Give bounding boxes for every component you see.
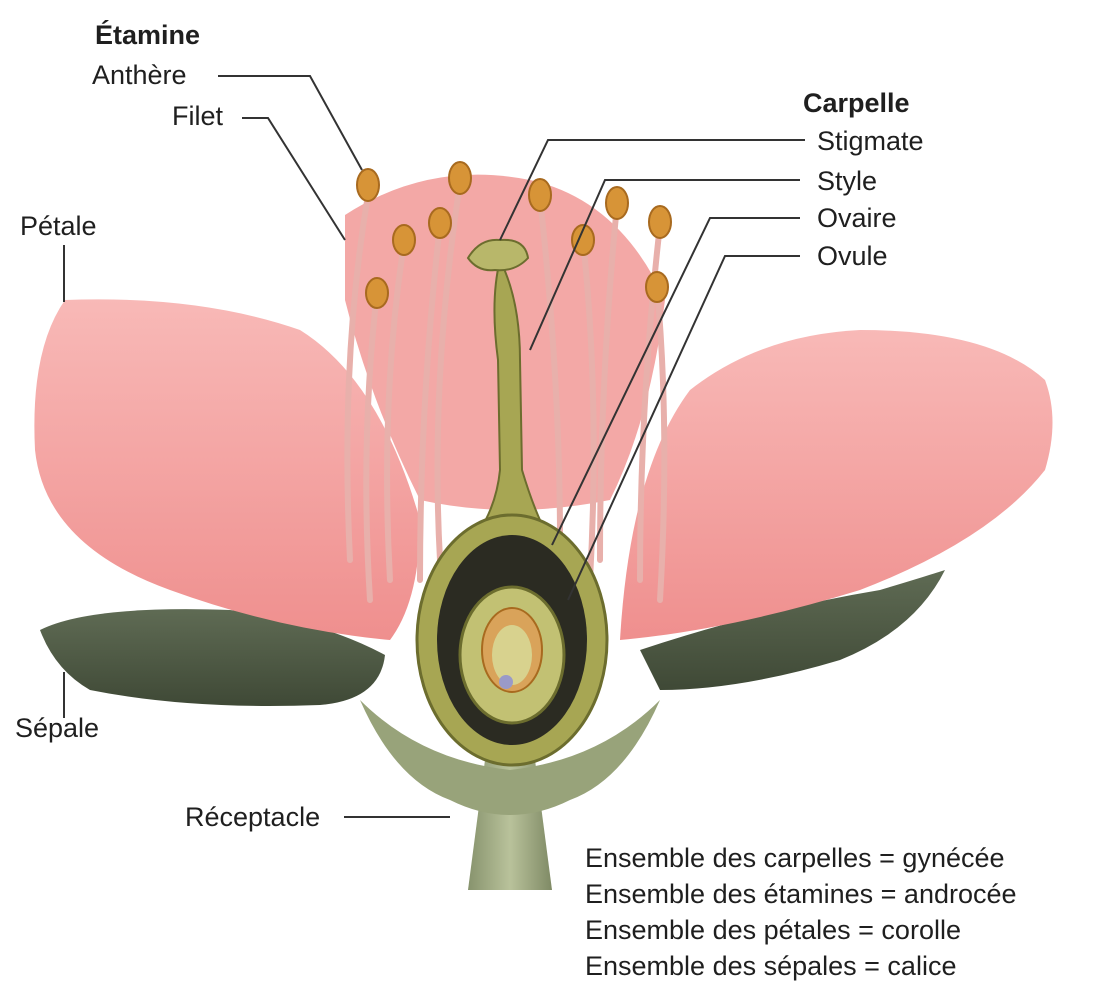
- stamen-title: Étamine: [95, 22, 200, 49]
- ovule-label: Ovule: [817, 243, 888, 270]
- leader-anther: [218, 76, 362, 170]
- carpel-title: Carpelle: [803, 90, 910, 117]
- sepal-label: Sépale: [15, 715, 99, 742]
- petal-right: [620, 330, 1053, 640]
- filament-label: Filet: [172, 103, 223, 130]
- style-label: Style: [817, 168, 877, 195]
- legend-item: Ensemble des étamines = androcée: [585, 876, 1017, 912]
- leader-filament: [242, 118, 345, 240]
- receptacle-label: Réceptacle: [185, 804, 320, 831]
- stigma-label: Stigmate: [817, 128, 924, 155]
- legend-item: Ensemble des sépales = calice: [585, 948, 1017, 984]
- anther-label: Anthère: [92, 62, 187, 89]
- legend-item: Ensemble des pétales = corolle: [585, 912, 1017, 948]
- petal-label: Pétale: [20, 213, 97, 240]
- legend-item: Ensemble des carpelles = gynécée: [585, 840, 1017, 876]
- ovary-label: Ovaire: [817, 205, 897, 232]
- legend: Ensemble des carpelles = gynécée Ensembl…: [585, 840, 1017, 984]
